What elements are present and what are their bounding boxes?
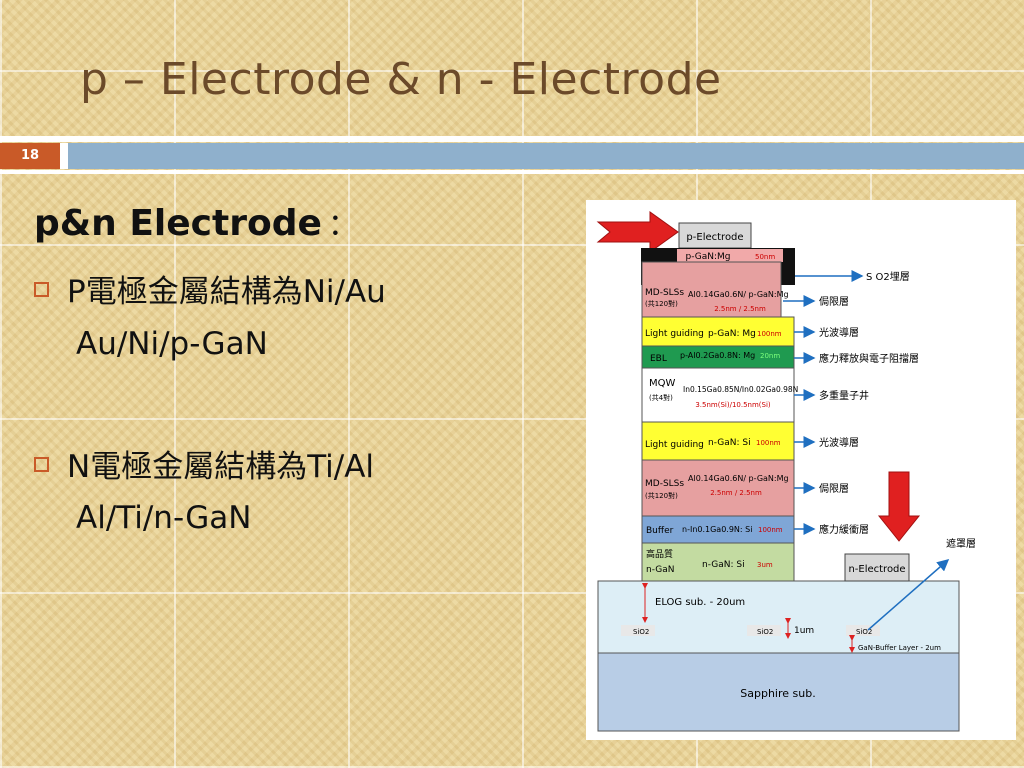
annot-waveguide2: 光波導層 [819, 436, 859, 449]
sio2-label-3: SiO2 [856, 628, 872, 636]
sio2-label-2: SiO2 [757, 628, 773, 636]
layer-mqw [641, 367, 795, 423]
annot-stress-buffer: 應力緩衝層 [819, 523, 869, 536]
annot-confine2: 侷限層 [819, 482, 849, 495]
layer-mdsls-bot-sub: (共120對) [645, 491, 678, 500]
layer-ngan-comp: n-GaN: Si [702, 560, 745, 570]
title-divider-bottom [0, 170, 1024, 174]
sapphire-label: Sapphire sub. [740, 687, 815, 700]
sio2-pad-2 [747, 625, 781, 636]
layer-ebl-thick: 20nm [760, 352, 780, 360]
layer-buffer-comp: n-In0.1Ga0.9N: Si [682, 525, 752, 534]
p-electrode-box [678, 222, 752, 249]
layer-light-top-thick: 100nm [757, 330, 782, 338]
heading-colon: ： [327, 208, 358, 243]
layer-mdsls-bottom [641, 459, 795, 517]
arrow-mask-icon [867, 559, 950, 631]
annot-mask: 遮罩層 [946, 537, 976, 550]
bullet-text: P電極金屬結構為Ni/Au [67, 274, 386, 310]
layer-mdsls-top-thick: 2.5nm / 2.5nm [714, 305, 766, 313]
layer-elog [597, 580, 960, 654]
annot-stress-block: 應力釋放與電子阻擋層 [819, 352, 919, 365]
layer-ebl-comp: p-Al0.2Ga0.8N: Mg [680, 351, 755, 360]
annot-confine1: 侷限層 [819, 295, 849, 308]
layer-mqw-name: MQW [649, 378, 675, 389]
layer-light-guiding-bottom [641, 421, 795, 461]
sio2-height-label: 1um [794, 626, 814, 636]
content-heading: p&n Electrode： [34, 200, 358, 244]
n-electrode-arrow-icon [877, 471, 921, 542]
layer-ngan [641, 542, 795, 582]
layer-pgan-top-name: p-GaN:Mg [685, 252, 730, 262]
layer-mdsls-bot-comp: Al0.14Ga0.6N/ p-GaN:Mg [688, 474, 789, 483]
bullet-p-electrode: P電極金屬結構為Ni/Au [34, 266, 386, 311]
annot-sio2-bury: S O2埋層 [866, 271, 910, 283]
p-electrode-label: p-Electrode [686, 232, 743, 243]
heading-text: p&n Electrode [34, 203, 322, 244]
slide-number-gap [60, 143, 68, 169]
bullet-n-electrode: N電極金屬結構為Ti/Al [34, 441, 374, 486]
layer-ngan-name1: 高品質 [646, 548, 673, 560]
layer-mdsls-top [641, 261, 782, 318]
layer-mdsls-bot-name: MD-SLSs [645, 479, 684, 489]
annot-mqw: 多重量子井 [819, 389, 869, 402]
layer-mqw-sub: (共4對) [649, 393, 673, 402]
sio2-pad-3 [846, 625, 880, 636]
layer-light-top-comp: p-GaN: Mg [708, 329, 756, 339]
sio2-label-1: SiO2 [633, 628, 649, 636]
annot-waveguide1: 光波導層 [819, 326, 859, 339]
n-electrode-label: n-Electrode [848, 564, 905, 575]
bullet-sub-n: Al/Ti/n-GaN [76, 500, 252, 536]
layer-mqw-comp: In0.15Ga0.85N/In0.02Ga0.98N [683, 385, 798, 394]
gan-buffer-label: GaN-Buffer Layer - 2um [858, 644, 941, 652]
layer-ebl-name: EBL [650, 354, 667, 364]
bullet-sub-p: Au/Ni/p-GaN [76, 326, 268, 362]
bullet-square-icon [34, 457, 49, 472]
layer-mqw-thick: 3.5nm(Si)/10.5nm(Si) [695, 401, 771, 409]
layer-sapphire [597, 652, 960, 732]
accent-bar [68, 143, 1024, 169]
layer-light-bot-comp: n-GaN: Si [708, 438, 751, 448]
layer-pgan-top-thick: 50nm [755, 253, 775, 261]
layer-buffer-thick: 100nm [758, 526, 783, 534]
layer-mdsls-bot-thick: 2.5nm / 2.5nm [710, 489, 762, 497]
elog-label: ELOG sub. - 20um [655, 597, 745, 608]
title-divider-top [0, 136, 1024, 142]
slide-number: 18 [0, 143, 60, 169]
layer-mdsls-top-name: MD-SLSs [645, 288, 684, 298]
layer-ngan-thick: 3um [757, 561, 773, 569]
sio2-pad-1 [621, 625, 655, 636]
layer-light-bot-name: Light guiding [645, 440, 704, 450]
layer-mdsls-top-comp: Al0.14Ga0.6N/ p-GaN:Mg [688, 290, 789, 299]
layer-ngan-name2: n-GaN [646, 565, 675, 575]
layer-buffer [641, 515, 795, 544]
bullet-text: N電極金屬結構為Ti/Al [67, 449, 375, 485]
layer-buffer-name: Buffer [646, 526, 674, 536]
slide-title: p – Electrode & n - Electrode [80, 54, 722, 105]
layer-mdsls-top-sub: (共120對) [645, 299, 678, 308]
layer-light-bot-thick: 100nm [756, 439, 781, 447]
layer-pgan-top [677, 249, 783, 262]
bullet-square-icon [34, 282, 49, 297]
layer-light-guiding-top [641, 316, 795, 347]
layer-light-top-name: Light guiding [645, 329, 704, 339]
n-electrode-box [844, 553, 910, 582]
